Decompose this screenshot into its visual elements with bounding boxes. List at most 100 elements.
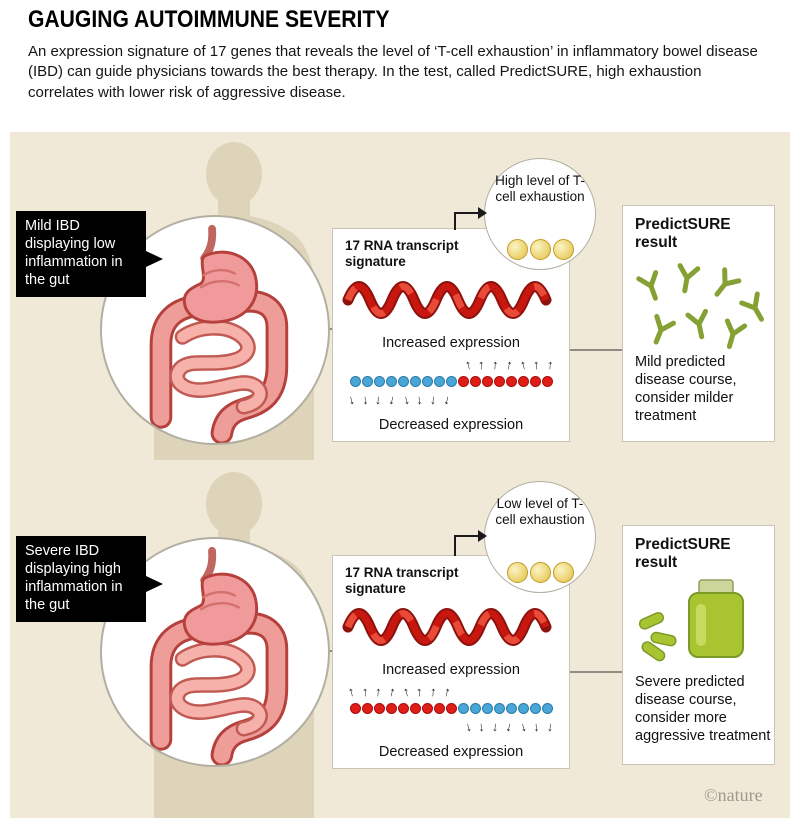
gut-callout-severe: Severe IBD displaying high inflammation … [16, 536, 146, 622]
rna-squiggle-icon [342, 608, 552, 646]
up-arrow-icon: ↑ [491, 356, 500, 372]
expression-dot-plot: ↑↑↑↑↑↑↑↓↓↓↓↓↓↓↓ [341, 353, 561, 410]
blue-gene-dot [517, 703, 529, 714]
increased-expression-label: Increased expression [382, 335, 520, 351]
up-arrow-icon: ↑ [442, 682, 452, 700]
down-arrow-icon: ↓ [532, 718, 541, 734]
connector-rna-to-result-mild [570, 349, 623, 351]
t-cell-icon [552, 239, 574, 260]
down-arrow-icon: ↓ [477, 718, 486, 734]
blue-gene-dot [409, 376, 421, 387]
up-arrow-icon: ↑ [463, 355, 473, 373]
down-arrow-icon: ↓ [518, 717, 528, 735]
up-arrow-icon: ↑ [401, 682, 411, 700]
red-gene-dot [421, 703, 433, 714]
down-arrow-icon: ↓ [346, 390, 357, 408]
t-cell-icons [485, 562, 595, 583]
down-arrow-icon: ↓ [429, 391, 438, 407]
decreased-expression-label: Decreased expression [378, 744, 524, 760]
red-gene-dot [373, 703, 385, 714]
t-cell-icons [485, 239, 595, 260]
red-gene-dot [541, 376, 553, 387]
expression-dot-row [341, 702, 561, 715]
down-arrow-icon: ↓ [401, 390, 411, 408]
up-arrow-icon: ↑ [387, 682, 398, 700]
connector-vertical-mild [454, 213, 456, 230]
exhaustion-label: High level of T-cell exhaustion [495, 173, 585, 205]
t-cell-icon [506, 239, 528, 260]
gut-circle-severe [100, 537, 330, 767]
blue-gene-dot [493, 703, 505, 714]
connector-vertical-severe [454, 536, 456, 556]
up-arrow-icon: ↑ [518, 355, 528, 373]
exhaustion-label: Low level of T-cell exhaustion [495, 496, 585, 528]
blue-gene-dot [469, 703, 481, 714]
blue-gene-dot [457, 703, 469, 714]
down-arrow-icon: ↓ [387, 390, 398, 408]
rna-signature-title: 17 RNA transcript signature [345, 238, 459, 270]
expression-dot-row [341, 375, 561, 388]
result-title: PredictSURE result [635, 216, 731, 251]
arrow-cell: ↑↑↑↑↑↑↑↑ [341, 680, 457, 702]
down-arrow-icon: ↓ [415, 391, 424, 407]
antibody-icons [636, 263, 764, 349]
red-gene-dot [385, 703, 397, 714]
red-gene-dot [469, 376, 481, 387]
red-gene-dot [529, 376, 541, 387]
blue-gene-dot [361, 376, 373, 387]
arrowhead-icon-mild [478, 207, 487, 219]
expression-dot-plot: ↑↑↑↑↑↑↑↑↓↓↓↓↓↓↓ [341, 680, 561, 737]
red-gene-dot [481, 376, 493, 387]
predictsure-result-panel-mild: PredictSURE result Mild predicted diseas… [622, 205, 775, 442]
increased-expression-label: Increased expression [382, 662, 520, 678]
red-gene-dot [493, 376, 505, 387]
connector-horizontal-mild [454, 212, 480, 214]
nature-credit: ©nature [704, 785, 763, 805]
red-gene-dot [409, 703, 421, 714]
down-arrow-icon: ↓ [491, 718, 500, 734]
arrow-cell: ↓↓↓↓↓↓↓ [457, 715, 561, 737]
connector-horizontal-severe [454, 535, 480, 537]
result-text: Mild predicted disease course, consider … [635, 354, 737, 424]
rna-signature-title: 17 RNA transcript signature [345, 565, 459, 597]
t-cell-icon [506, 562, 528, 583]
up-arrow-icon: ↑ [546, 356, 555, 372]
callout-tail-icon [146, 576, 163, 592]
predictsure-result-panel-severe: PredictSURE result Severe predicted dise… [622, 525, 775, 765]
rna-squiggle-icon [342, 281, 552, 319]
red-gene-dot [445, 703, 457, 714]
up-arrow-icon: ↑ [346, 682, 357, 700]
up-arrow-icon: ↑ [429, 683, 438, 699]
up-arrow-icon: ↑ [477, 356, 486, 372]
decreased-expression-label: Decreased expression [378, 417, 524, 433]
blue-gene-dot [505, 703, 517, 714]
down-arrow-icon: ↓ [374, 391, 383, 407]
blue-gene-dot [445, 376, 457, 387]
red-gene-dot [361, 703, 373, 714]
down-arrow-icon: ↓ [442, 390, 452, 408]
red-gene-dot [433, 703, 445, 714]
result-title: PredictSURE result [635, 536, 731, 571]
t-cell-icon [552, 562, 574, 583]
pill-icons [638, 611, 677, 662]
arrow-cell [457, 388, 561, 410]
blue-gene-dot [481, 703, 493, 714]
arrow-cell [341, 353, 457, 375]
red-gene-dot [517, 376, 529, 387]
page-title: GAUGING AUTOIMMUNE SEVERITY [28, 6, 390, 33]
blue-gene-dot [397, 376, 409, 387]
up-arrow-icon: ↑ [504, 355, 515, 373]
arrow-cell: ↑↑↑↑↑↑↑ [457, 353, 561, 375]
arrow-cell [341, 715, 457, 737]
up-arrow-icon: ↑ [532, 356, 541, 372]
up-arrow-icon: ↑ [361, 683, 369, 699]
up-arrow-icon: ↑ [374, 683, 383, 699]
down-arrow-icon: ↓ [546, 718, 555, 734]
exhaustion-bubble-severe: Low level of T-cell exhaustion [484, 481, 596, 593]
down-arrow-icon: ↓ [463, 717, 473, 735]
callout-tail-icon [146, 251, 163, 267]
exhaustion-bubble-mild: High level of T-cell exhaustion [484, 158, 596, 270]
connector-rna-to-result-severe [570, 671, 623, 673]
medicine-bottle-icon [638, 579, 744, 662]
